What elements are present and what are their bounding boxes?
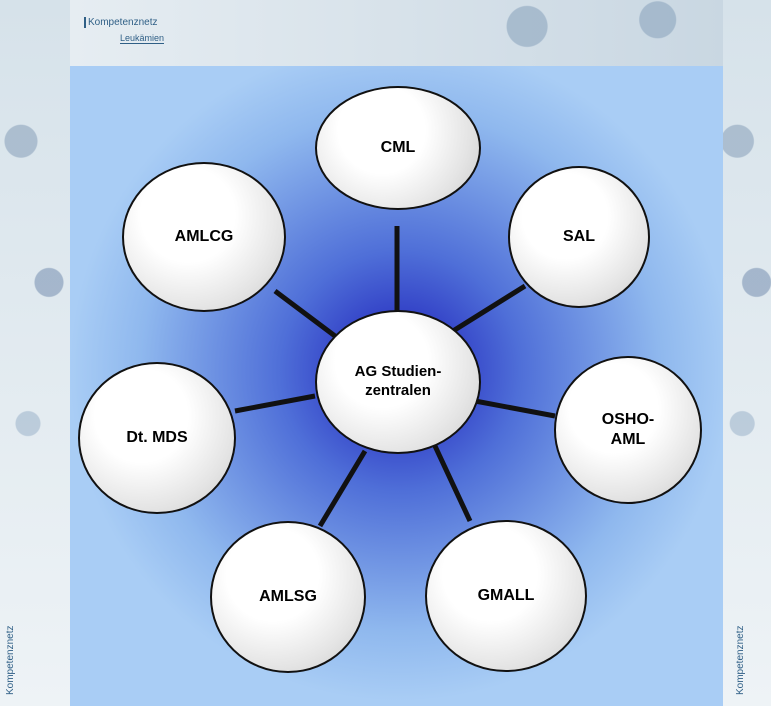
logo-left-bottom: Kompetenznetz <box>5 600 65 696</box>
logo-top: Kompetenznetz Leukämien <box>80 9 188 49</box>
node-cml: CML <box>315 86 481 210</box>
logo-line2: Leukämien <box>120 33 165 44</box>
connector-amlcg <box>273 289 337 338</box>
node-amlsg: AMLSG <box>210 521 366 673</box>
node-amlsg-label: AMLSG <box>259 588 317 605</box>
node-gmall: GMALL <box>425 520 587 672</box>
node-sal-label: SAL <box>563 228 595 245</box>
node-amlcg-label: AMLCG <box>174 228 234 245</box>
node-amlcg: AMLCG <box>122 162 286 312</box>
connector-sal <box>443 283 527 339</box>
top-decor-strip <box>70 0 723 66</box>
logo-right-text: Kompetenznetz <box>735 625 746 696</box>
node-center-label: AG Studien- zentralen <box>354 363 442 399</box>
connector-amlsg <box>317 449 368 528</box>
diagram-panel: CML SAL OSHO- AML GMALL AMLSG Dt. MDS AM… <box>70 66 723 706</box>
logo-right-bottom: Kompetenznetz <box>735 600 771 696</box>
node-sal: SAL <box>508 166 650 308</box>
node-osho-aml: OSHO- AML <box>554 356 702 504</box>
connector-dt-mds <box>234 393 316 414</box>
node-osho-aml-label: OSHO- AML <box>601 411 655 448</box>
right-decor-strip <box>723 0 771 706</box>
connector-gmall <box>432 444 473 523</box>
node-dt-mds-label: Dt. MDS <box>126 429 188 446</box>
node-cml-label: CML <box>380 139 416 156</box>
connector-osho-aml <box>474 398 556 419</box>
connector-lines <box>234 226 556 528</box>
node-center: AG Studien- zentralen <box>315 310 481 454</box>
left-decor-strip <box>0 0 70 706</box>
node-gmall-label: GMALL <box>477 587 535 604</box>
node-dt-mds: Dt. MDS <box>78 362 236 514</box>
logo-left-text: Kompetenznetz <box>5 625 16 696</box>
logo-line1: Kompetenznetz <box>84 17 158 28</box>
